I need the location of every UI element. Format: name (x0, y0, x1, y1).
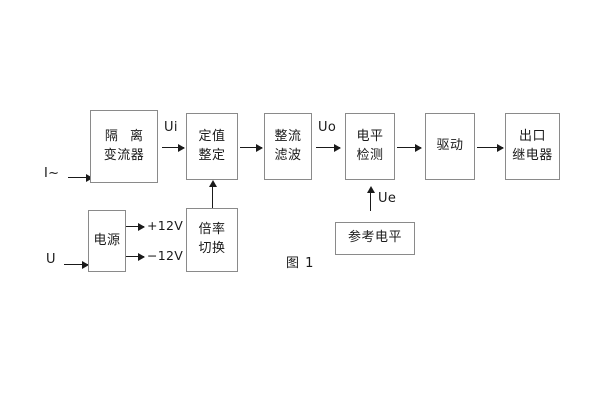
block-reference-level-line1: 参考电平 (347, 230, 402, 246)
supply-positive-label: +12V (147, 218, 184, 233)
arrow-drive-to-output-relay (477, 143, 504, 152)
block-multiplier-line2: 切换 (198, 241, 226, 256)
arrow-level-detect-to-drive (397, 143, 422, 152)
block-isolation-line2: 变流器 (103, 147, 145, 163)
block-output-relay-line2: 继电器 (512, 147, 553, 163)
block-level-detection[interactable]: 电平 检测 (345, 113, 395, 180)
supply-negative-label: −12V (147, 248, 184, 263)
block-level-detect-line1: 电平 (356, 128, 384, 144)
arrow-setting-to-rectifier (240, 143, 263, 152)
block-multiplier-line1: 倍率 (198, 222, 226, 238)
uo-signal-label: Uo (318, 120, 337, 135)
arrow-reference-to-level-detect (366, 186, 375, 211)
block-reference-level[interactable]: 参考电平 (335, 222, 415, 255)
block-power-supply[interactable]: 电源 (88, 210, 126, 272)
block-rectifier-filter[interactable]: 整流 滤波 (264, 113, 312, 180)
block-rectifier-line2: 滤波 (274, 147, 302, 163)
diagram-panel: I~ 隔 离 变流器 Ui 定值 整定 倍率 切换 整流 滤波 Uo (28, 30, 600, 370)
block-isolation-line1: 隔 离 (104, 128, 148, 144)
block-level-detect-line2: 检测 (356, 147, 384, 163)
figure-caption: 图 1 (286, 256, 315, 271)
arrow-multiplier-to-setting (208, 180, 217, 208)
current-input-label: I~ (44, 166, 60, 181)
block-power-supply-line1: 电源 (93, 232, 121, 248)
block-drive[interactable]: 驱动 (425, 113, 475, 180)
block-setting-line2: 整定 (198, 147, 226, 163)
block-output-relay[interactable]: 出口 继电器 (505, 113, 560, 180)
arrow-supply-positive (126, 222, 145, 231)
arrow-voltage-to-power-supply (64, 260, 89, 269)
block-setting-line1: 定值 (198, 128, 226, 144)
arrow-rectifier-to-level-detect (316, 143, 341, 152)
block-drive-line1: 驱动 (436, 138, 464, 154)
voltage-input-label: U (46, 252, 56, 267)
arrow-supply-negative (126, 252, 145, 261)
block-isolation-current-transformer[interactable]: 隔 离 变流器 (90, 110, 158, 183)
block-rectifier-line1: 整流 (274, 128, 302, 144)
block-output-relay-line1: 出口 (518, 128, 546, 144)
arrow-current-to-isolation (68, 173, 93, 182)
ui-signal-label: Ui (164, 120, 178, 135)
block-setting-value[interactable]: 定值 整定 (186, 113, 238, 180)
block-multiplier-switch[interactable]: 倍率 切换 (186, 208, 238, 272)
arrow-isolation-to-setting (162, 143, 185, 152)
ue-signal-label: Ue (378, 191, 397, 206)
